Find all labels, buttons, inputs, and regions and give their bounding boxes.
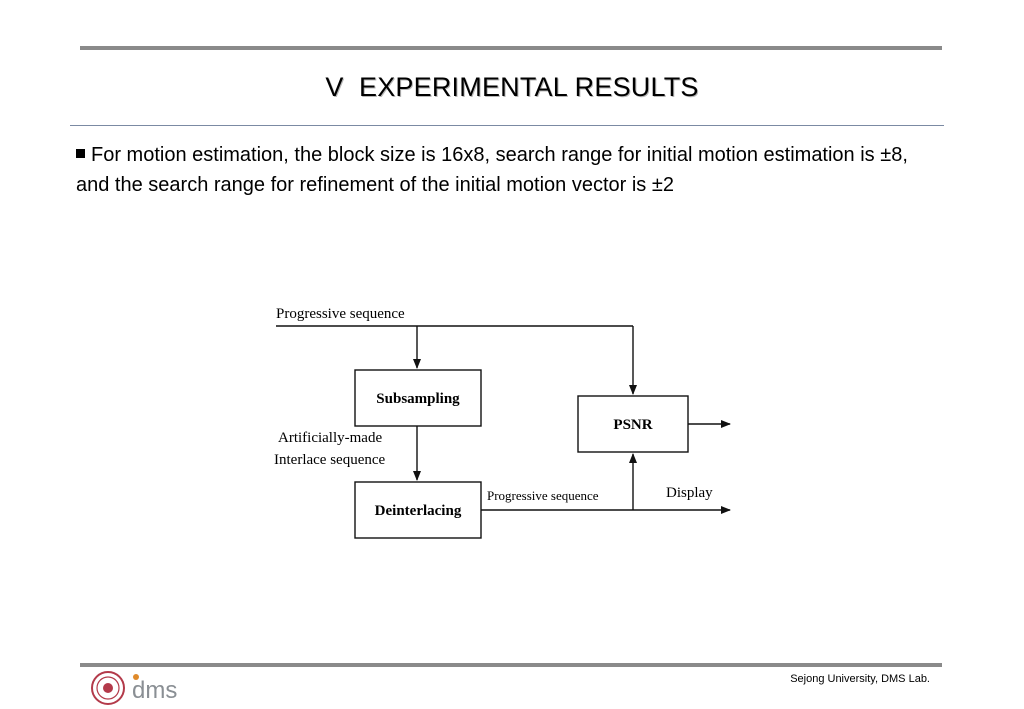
- dms-logo: dms: [132, 674, 177, 702]
- intermediate-label-line2: Interlace sequence: [274, 452, 386, 468]
- block-diagram: Progressive sequence Subsampling Artific…: [274, 306, 731, 539]
- display-label: Display: [666, 485, 713, 501]
- body-paragraph: For motion estimation, the block size is…: [76, 140, 926, 200]
- title-divider: [70, 125, 944, 126]
- psnr-label: PSNR: [613, 417, 652, 433]
- paragraph-text: For motion estimation, the block size is…: [76, 144, 908, 196]
- subsampling-label: Subsampling: [376, 391, 460, 407]
- bullet-icon: [76, 149, 85, 158]
- psnr-box: [577, 395, 689, 453]
- top-rule: [80, 46, 942, 50]
- logo-dot: [133, 674, 139, 680]
- bottom-rule: [80, 663, 942, 667]
- university-seal-icon: [91, 671, 125, 705]
- slide-title: V EXPERIMENTAL RESULTS: [325, 72, 699, 102]
- deinterlacing-box: [354, 481, 482, 539]
- footer-credit: Sejong University, DMS Lab.: [790, 673, 930, 685]
- subsampling-box: [354, 369, 482, 427]
- output-label: Progressive sequence: [487, 488, 599, 503]
- input-label: Progressive sequence: [276, 306, 405, 322]
- intermediate-label-line1: Artificially-made: [278, 430, 382, 446]
- deinterlacing-label: Deinterlacing: [375, 503, 462, 519]
- logo-text: dms: [132, 677, 177, 702]
